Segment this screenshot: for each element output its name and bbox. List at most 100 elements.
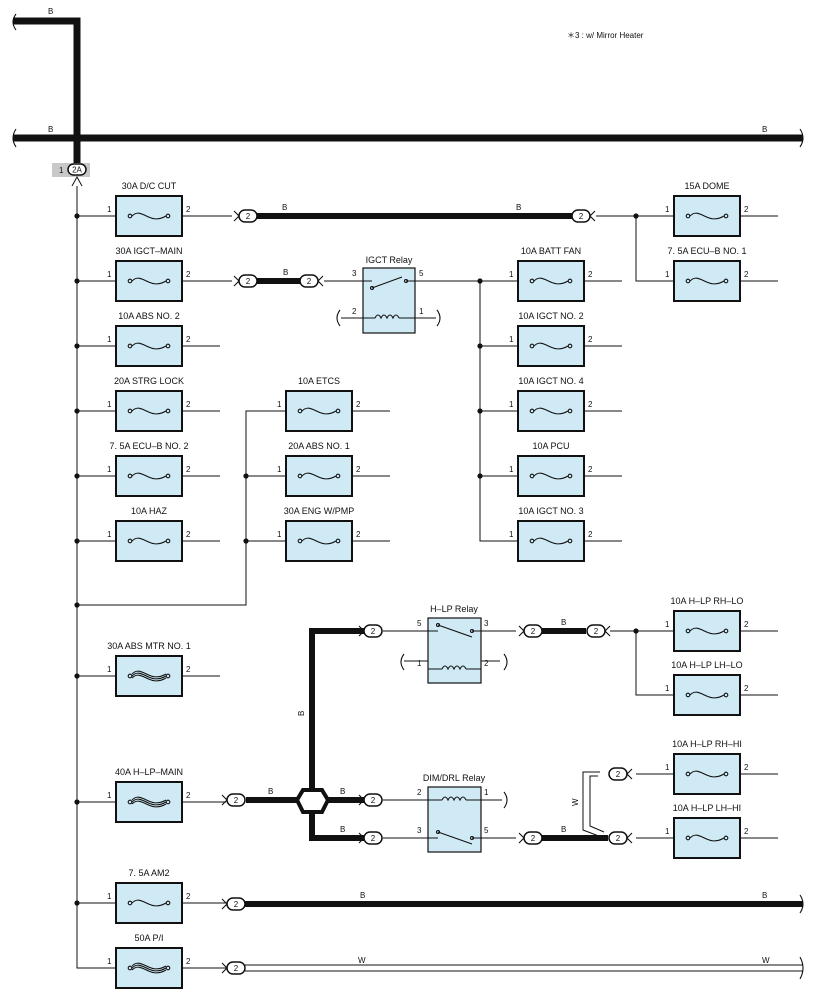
relay-pin: 1 [484,788,489,797]
connector: 2 [233,274,258,288]
fuse-terminal [529,538,535,544]
fuse-terminal [723,278,729,284]
connector-2a: 1 2A [52,163,90,187]
fuse-body [115,455,183,497]
fuse-terminal [685,278,691,284]
fuse-terminal [165,673,171,679]
fuse-pin: 1 [107,335,112,344]
fuse-pin: 2 [186,335,191,344]
connector-pin: 1 [59,166,64,175]
connector: 2 [221,897,246,911]
hlp-relay: H–LP Relay 5 3 1 2 [417,604,489,684]
fuse-label: 10A H–LP RH–HI [672,739,742,749]
fuse-label: 30A ENG W/PMP [284,506,355,516]
fuse-pin: 1 [107,791,112,800]
relay-pin: 2 [352,307,357,316]
fuse-pin: 1 [107,530,112,539]
fuse-pin: 2 [744,684,749,693]
fuse-body [673,817,741,859]
fuse-pin: 1 [509,400,514,409]
fuse-terminal [723,628,729,634]
wire-color-b: B [48,7,53,16]
fuse-terminal [127,408,133,414]
fuse-body [285,390,353,432]
fuse-label: 7. 5A AM2 [128,868,169,878]
connector: 2 [586,624,611,638]
fuse-pin: 2 [588,335,593,344]
connector-code: 2 [307,277,312,286]
fuse-element [689,277,725,285]
fuse-label: 10A PCU [532,441,569,451]
fuse-pin: 1 [665,620,670,629]
fuse-terminal [127,343,133,349]
relay-pin: 5 [484,826,489,835]
fuse-terminal [723,771,729,777]
fuse-terminal [165,965,171,971]
fuse-element [131,342,167,350]
fuse-terminal [127,538,133,544]
fuse-label: 10A H–LP RH–LO [671,596,744,606]
fuse-label: 7. 5A ECU–B NO. 2 [109,441,188,451]
fuse-pin: 1 [665,827,670,836]
connector: 2 [518,624,543,638]
connector-body [238,274,258,288]
fuse-label: 10A ABS NO. 2 [118,311,180,321]
wire-color-b: B [340,825,345,834]
fuse-body [673,195,741,237]
fuse-body [673,674,741,716]
fuse-terminal [127,473,133,479]
bus-wire-top: B B [12,125,804,148]
connector: 2 [358,793,383,807]
wire-color-b: B [762,125,767,134]
connector: 2 [608,831,633,845]
fuse-pin: 1 [509,465,514,474]
relay-pin: 2 [484,659,489,668]
fuse-pin: 1 [665,684,670,693]
wire-color-labels: B B B B B B B B B B W W B W [268,203,770,965]
fuse-label: 10A H–LP LH–LO [671,660,742,670]
connector-body [608,767,628,781]
fuse-pin: 2 [588,270,593,279]
connector-code: 2 [246,277,251,286]
fuse-body [115,195,183,237]
fuse-element [689,691,725,699]
fuse-label: 15A DOME [684,181,729,191]
connector-body [523,624,543,638]
fuse-body [115,325,183,367]
fuse-pin: 1 [509,335,514,344]
connector-code: 2 [616,834,621,843]
connector-body [608,831,628,845]
fuse-element [131,670,167,678]
fuse-label: 10A HAZ [131,506,168,516]
connector-code: 2 [594,627,599,636]
relay-pin: 5 [419,269,424,278]
connector-body [363,831,383,845]
fuse-body [115,947,183,989]
fuse-element [301,472,337,480]
connector-body [226,897,246,911]
relay-label: DIM/DRL Relay [423,773,486,783]
fuse-terminal [127,900,133,906]
fuse-21: 10A H–LP LH–LO 1 2 [665,660,749,716]
fuse-terminal [165,473,171,479]
fuse-body [673,753,741,795]
connector: 2 [221,961,246,975]
mirror-heater-note: ＊3 : w/ Mirror Heater [567,31,644,40]
fuse-element [533,277,569,285]
wire-color-b: B [340,787,345,796]
fuse-pin: 2 [186,400,191,409]
fuse-terminal [529,343,535,349]
relay-pin: 5 [417,619,422,628]
fuse-label: 30A IGCT–MAIN [115,246,182,256]
fuse-element [131,798,167,806]
fuse-terminal [335,408,341,414]
